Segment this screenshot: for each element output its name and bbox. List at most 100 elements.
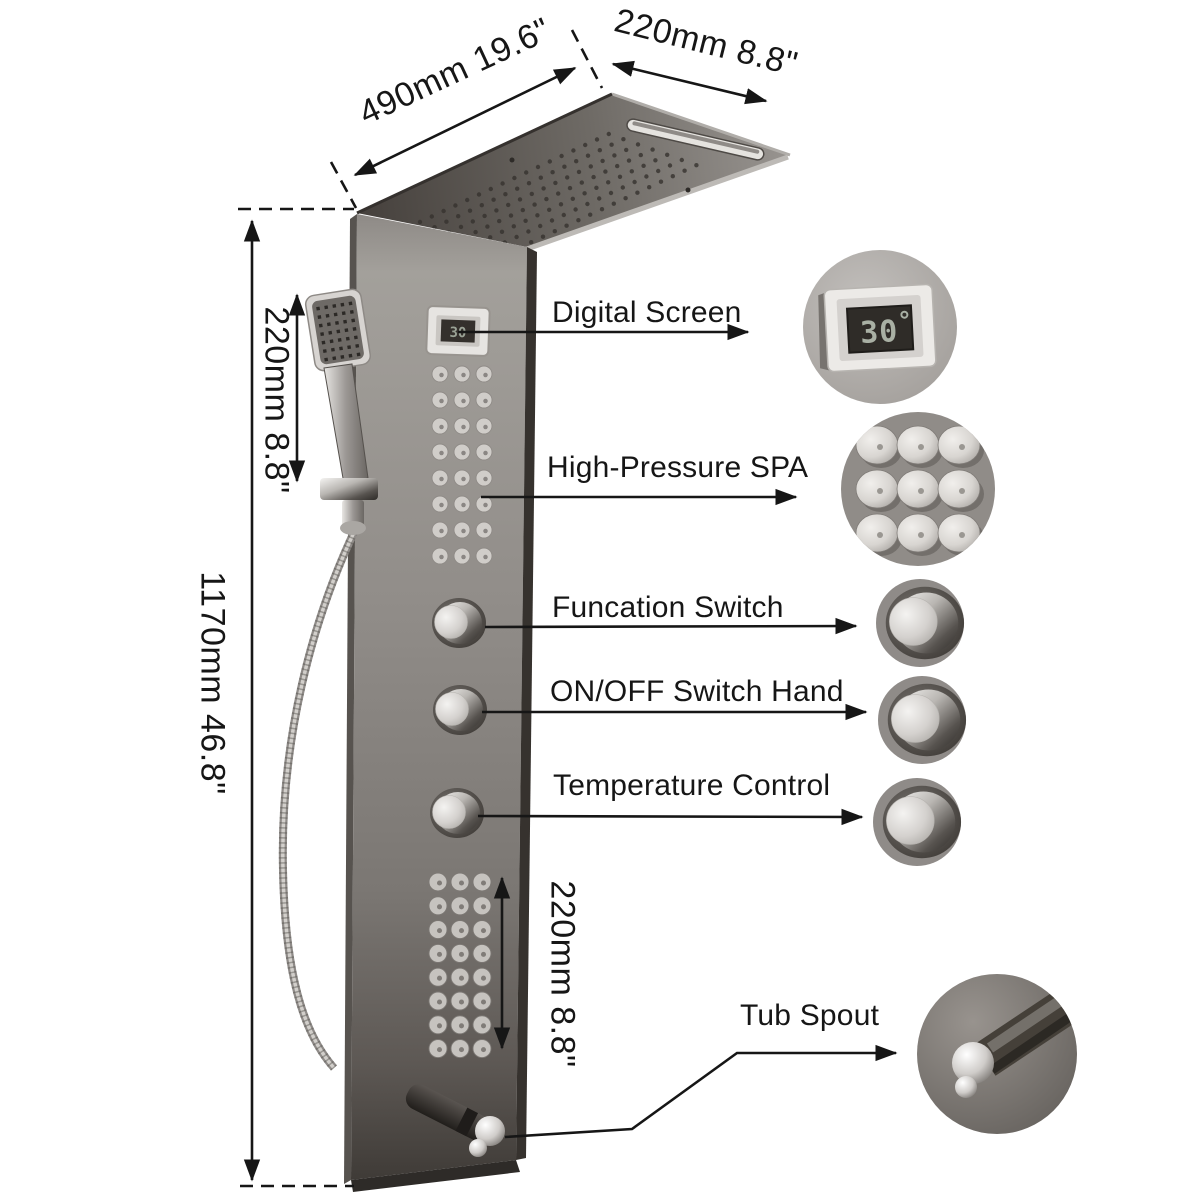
body-jet-center — [483, 372, 488, 378]
detail-circle-function-switch-knob — [885, 586, 965, 660]
body-jet-center — [436, 928, 443, 934]
spray-hole — [579, 180, 584, 185]
body-jet-center — [439, 528, 444, 534]
spa-jets-detail — [855, 425, 984, 556]
spray-hole — [694, 163, 699, 168]
shower-hose-coil — [278, 526, 360, 1071]
spray-hole — [491, 197, 496, 202]
spray-hole — [608, 190, 614, 196]
spray-hole — [612, 153, 617, 158]
body-jet-center — [480, 928, 487, 934]
spray-hole — [670, 174, 675, 179]
spray-hole — [567, 185, 573, 191]
body-jet-center — [458, 1023, 465, 1029]
spray-hole — [526, 229, 531, 234]
shower-head-face — [357, 94, 790, 247]
hand-nozzle — [345, 336, 350, 341]
panel-bottom-edge — [351, 1160, 520, 1192]
on-off-switch-knob — [433, 685, 487, 735]
shower-hose-highlight — [281, 527, 358, 1070]
detail-circle-on-off-switch — [878, 676, 967, 764]
spray-hole — [506, 202, 511, 208]
body-jet-center — [483, 398, 488, 404]
hand-shower-nozzles — [316, 301, 361, 362]
body-jet-center — [439, 554, 444, 560]
spray-hole — [599, 207, 605, 212]
spray-hole — [497, 218, 502, 224]
spray-hole — [617, 174, 623, 179]
body-jet-center — [458, 880, 465, 886]
hand-nozzle — [351, 318, 356, 323]
spray-hole — [511, 224, 516, 229]
body-jet-center — [483, 424, 488, 430]
spray-hole — [582, 191, 587, 196]
dimension-lines — [238, 29, 768, 1188]
body-jet-center — [461, 424, 466, 430]
hand-nozzle — [347, 345, 352, 350]
hand-nozzle — [355, 343, 360, 348]
spray-hole — [653, 158, 658, 163]
detail-circle-on-off-switch-knob — [887, 683, 967, 757]
spray-hole — [494, 208, 499, 213]
spray-hole — [624, 147, 629, 153]
spray-hole — [623, 196, 628, 201]
spray-hole — [482, 213, 487, 219]
spray-hole — [585, 201, 590, 207]
spa-jet — [855, 469, 899, 509]
detail-circle-function-switch-knob-face — [889, 597, 938, 646]
body-jet-center — [461, 372, 466, 378]
body-jet-center — [458, 1047, 465, 1053]
spray-hole — [574, 159, 579, 164]
spray-hole — [556, 191, 561, 196]
spray-hole — [529, 240, 534, 245]
detail-circle-high-pressure-spa — [841, 412, 995, 566]
spray-hole — [583, 142, 588, 148]
body-jet-center — [439, 502, 444, 508]
screw-dot — [685, 187, 691, 193]
callout-label-temperature-control: Temperature Control — [553, 769, 831, 802]
spray-hole — [547, 207, 552, 212]
spray-hole — [559, 153, 564, 159]
spray-hole — [588, 164, 593, 169]
spray-hole — [541, 186, 546, 191]
spa-jet — [937, 469, 981, 509]
spray-hole — [547, 159, 552, 164]
spray-hole — [417, 219, 423, 225]
hand-nozzle — [335, 321, 339, 325]
spout-detail-ball — [952, 1042, 994, 1084]
head-back-edge — [611, 92, 791, 157]
spray-hole — [503, 192, 508, 197]
spa-jet-center — [877, 444, 883, 450]
ext-dash — [329, 161, 358, 209]
body-jet-center — [439, 424, 444, 430]
dim-line-490 — [353, 66, 577, 177]
body-jet-center — [436, 975, 443, 981]
function-switch-knob — [432, 598, 486, 648]
spa-jet-center — [918, 488, 924, 494]
dim-label-body-jets: 220mm 8.8" — [543, 880, 582, 1068]
spray-hole — [488, 186, 493, 192]
spray-hole — [441, 208, 446, 214]
body-jet-center — [461, 502, 466, 508]
spray-hole — [550, 170, 555, 175]
body-jet-center — [436, 999, 443, 1005]
spray-hole — [526, 181, 532, 186]
spout-nub — [469, 1139, 487, 1157]
spray-hole — [523, 218, 528, 223]
on-off-switch-knob-face — [435, 692, 469, 726]
spray-hole — [517, 197, 523, 202]
hand-nozzle — [321, 340, 326, 345]
spa-jet — [896, 469, 940, 509]
hand-nozzle — [326, 322, 331, 327]
spray-hole — [644, 174, 649, 179]
body-jet-center — [480, 1047, 487, 1053]
arrow-function-switch — [484, 617, 858, 635]
upper-body-jets — [431, 365, 493, 565]
detail-circle-digital-screen: 30 — [803, 250, 957, 404]
lcd-panel-detail — [845, 304, 915, 354]
spa-jet — [855, 513, 899, 553]
spray-hole — [535, 213, 540, 218]
spray-hole — [576, 218, 581, 223]
